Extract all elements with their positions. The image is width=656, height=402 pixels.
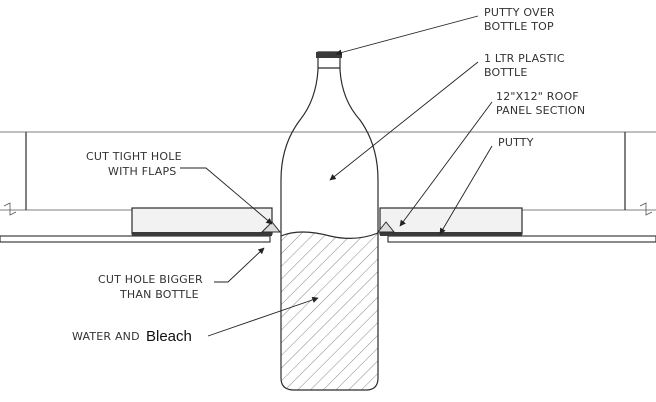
svg-text:WATER AND: WATER AND xyxy=(72,330,140,343)
label-water-and-bleach: WATER AND Bleach xyxy=(72,328,192,345)
svg-text:THAN BOTTLE: THAN BOTTLE xyxy=(119,288,199,301)
svg-text:BOTTLE: BOTTLE xyxy=(484,66,528,79)
svg-text:12"X12" ROOF: 12"X12" ROOF xyxy=(496,90,579,103)
svg-text:CUT HOLE BIGGER: CUT HOLE BIGGER xyxy=(98,273,203,286)
plastic-bottle xyxy=(280,51,379,391)
leader-arrows xyxy=(180,15,493,337)
svg-text:CUT TIGHT HOLE: CUT TIGHT HOLE xyxy=(86,150,182,163)
svg-text:PANEL SECTION: PANEL SECTION xyxy=(496,104,585,117)
svg-text:PUTTY: PUTTY xyxy=(498,136,534,149)
label-putty: PUTTY xyxy=(498,136,534,149)
water-and-bleach-fill xyxy=(280,231,379,390)
svg-text:BOTTLE TOP: BOTTLE TOP xyxy=(484,20,554,33)
putty-over-bottle-top xyxy=(316,52,342,58)
label-plastic-bottle: 1 LTR PLASTIC BOTTLE xyxy=(484,52,565,79)
svg-text:1 LTR PLASTIC: 1 LTR PLASTIC xyxy=(484,52,565,65)
putty-strips xyxy=(132,221,522,236)
svg-text:Bleach: Bleach xyxy=(146,328,192,345)
label-roof-panel-section: 12"X12" ROOF PANEL SECTION xyxy=(496,90,585,117)
roof-panel-section xyxy=(131,207,523,235)
label-putty-over-bottle-top: PUTTY OVER BOTTLE TOP xyxy=(484,6,555,33)
svg-text:PUTTY OVER: PUTTY OVER xyxy=(484,6,555,19)
label-cut-tight-hole: CUT TIGHT HOLE WITH FLAPS xyxy=(86,150,182,178)
svg-text:WITH FLAPS: WITH FLAPS xyxy=(108,165,176,178)
break-lines xyxy=(3,202,653,216)
label-cut-hole-bigger: CUT HOLE BIGGER THAN BOTTLE xyxy=(98,273,203,301)
roof-base-left xyxy=(0,131,656,243)
